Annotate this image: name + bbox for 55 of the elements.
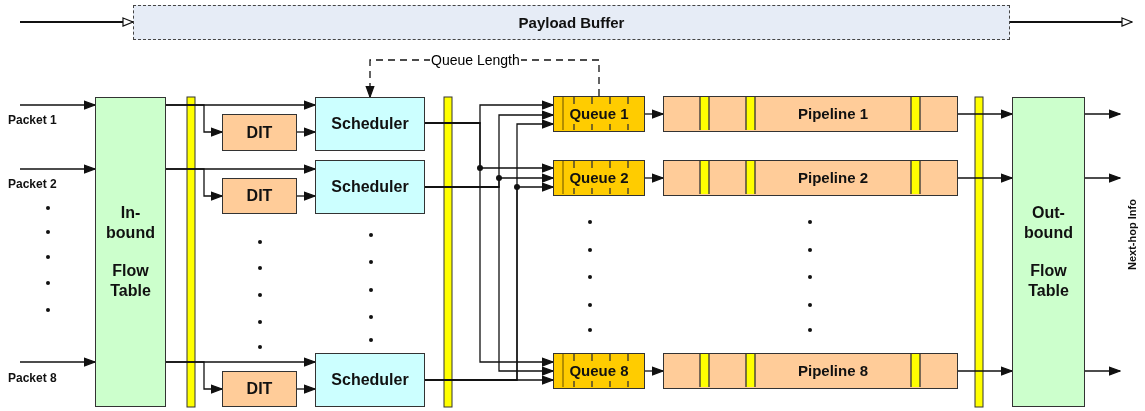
pipeline-box (663, 96, 958, 132)
node-label: DIT (246, 186, 273, 206)
node-label: Pipeline 1 (797, 104, 869, 124)
pipeline-box (663, 160, 958, 196)
arrow (19, 357, 96, 367)
node-label: Queue 2 (567, 168, 631, 188)
buffer-box (133, 5, 1010, 40)
flow-table-box (1012, 97, 1085, 407)
node-label: Scheduler (331, 114, 409, 134)
process-box (222, 114, 297, 151)
node-label: DIT (246, 379, 273, 399)
arrow (19, 17, 134, 27)
edge-label: Queue Length (430, 52, 521, 68)
arrow (424, 375, 554, 385)
arrow (296, 127, 316, 137)
arrow (644, 109, 664, 119)
arrow (165, 104, 223, 137)
scheduler-box (315, 160, 425, 214)
arrow (957, 173, 1013, 183)
arrow (1009, 17, 1133, 27)
arrow (296, 191, 316, 201)
process-box (222, 178, 297, 214)
arrow (644, 366, 664, 376)
node-label: Payload Buffer (518, 12, 625, 33)
port-label: Packet 2 (8, 177, 57, 191)
arrow (1084, 109, 1121, 119)
port-label: Packet 8 (8, 371, 57, 385)
arrow (165, 168, 223, 201)
table-title: Out- bound (1023, 203, 1074, 243)
arrow (644, 173, 664, 183)
arrow (1084, 366, 1121, 376)
port-label: Packet 1 (8, 113, 57, 127)
node-label: Scheduler (331, 370, 409, 390)
pipeline-box (663, 353, 958, 389)
node-label: Queue 1 (567, 104, 631, 124)
node-label: DIT (246, 122, 273, 143)
arrow (19, 164, 96, 174)
arrow (1084, 173, 1121, 183)
scheduler-box (315, 353, 425, 407)
arrow (957, 109, 1013, 119)
arrow (296, 384, 316, 394)
port-label: Next-hop Info (1126, 199, 1138, 270)
arrow (165, 361, 223, 394)
table-title: Flow Table (109, 261, 152, 301)
scheduler-box (315, 97, 425, 151)
table-title: Flow Table (1027, 261, 1070, 301)
arrow (957, 366, 1013, 376)
node-label: Pipeline 2 (797, 168, 869, 188)
process-box (222, 371, 297, 407)
table-title: In- bound (105, 203, 156, 243)
flow-table-box (95, 97, 166, 407)
node-label: Queue 8 (567, 361, 631, 381)
arrow (19, 100, 96, 110)
node-label: Scheduler (331, 177, 409, 197)
node-label: Pipeline 8 (797, 361, 869, 381)
